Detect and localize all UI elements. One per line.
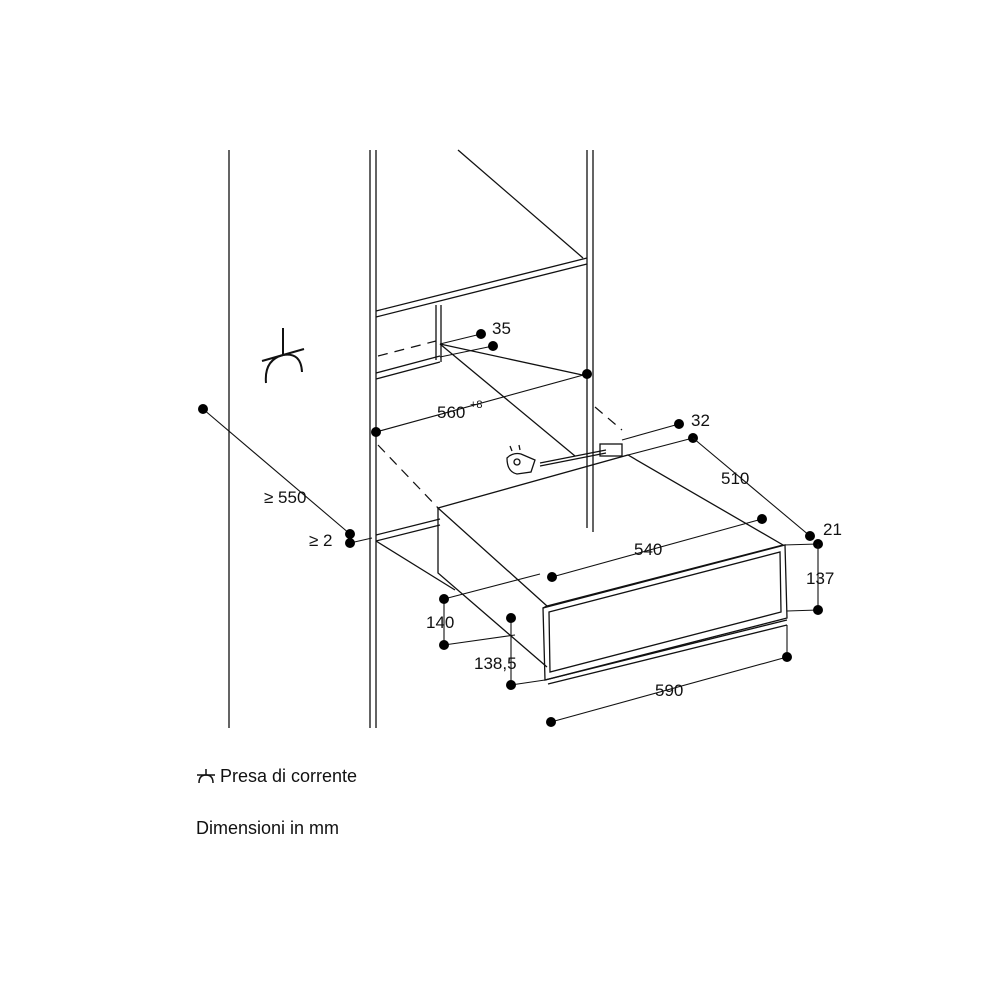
dim-2-label: ≥ 2 [309, 531, 333, 550]
plug-icon [506, 444, 536, 475]
dim-540: 540 [547, 514, 767, 582]
power-socket-legend-icon [197, 769, 215, 784]
dim-21-label: 21 [823, 520, 842, 539]
dim-2: ≥ 2 [309, 531, 373, 550]
dim-590-label: 590 [655, 681, 683, 700]
dim-560-tolerance: +8 [470, 399, 483, 411]
legend-units-label: Dimensioni in mm [196, 818, 340, 838]
dim-560: 560 +8 [371, 369, 592, 437]
warming-drawer [436, 454, 788, 685]
power-cable [539, 443, 623, 467]
dim-590: 590 [546, 625, 792, 727]
dim-510-label: 510 [721, 469, 749, 488]
dim-35: 35 [439, 319, 511, 358]
cabinet-niche [369, 149, 623, 728]
dim-35-label: 35 [492, 319, 511, 338]
dim-138-5: 138,5 [474, 613, 546, 690]
dim-140: 140 [426, 573, 541, 650]
dim-550: ≥ 550 [198, 404, 355, 539]
legend-socket: Presa di corrente [196, 766, 357, 787]
dim-510: 510 [692, 437, 815, 541]
dim-137: 137 [786, 544, 834, 615]
dim-137-label: 137 [806, 569, 834, 588]
dim-140-label: 140 [426, 613, 454, 632]
dim-550-label: ≥ 550 [264, 488, 306, 507]
dim-138-5-label: 138,5 [474, 654, 517, 673]
legend-units: Dimensioni in mm [196, 818, 339, 839]
legend-socket-label: Presa di corrente [220, 766, 358, 786]
dim-560-label: 560 [437, 403, 465, 422]
power-socket-icon [261, 328, 305, 384]
dim-32-label: 32 [691, 411, 710, 430]
dim-540-label: 540 [634, 540, 662, 559]
dim-32: 32 [621, 411, 710, 456]
